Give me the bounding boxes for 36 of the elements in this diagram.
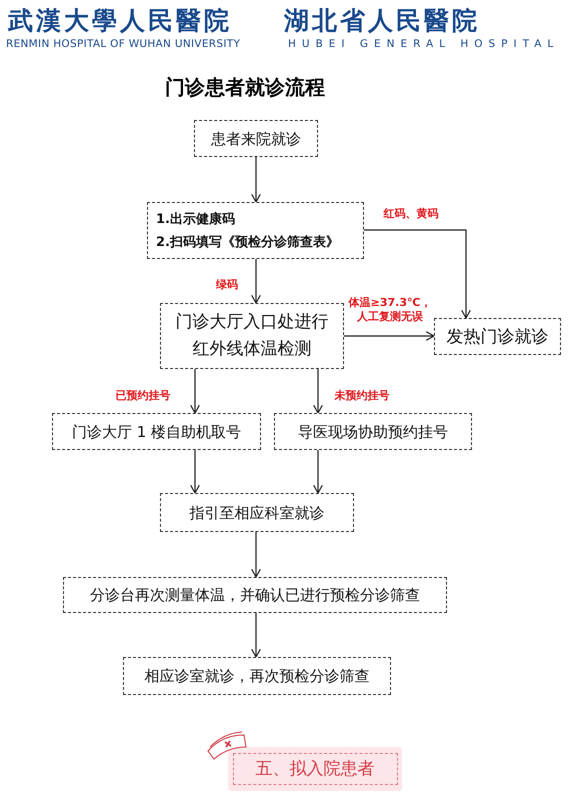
process-box	[147, 202, 364, 259]
arrow	[250, 613, 262, 658]
hospital-name-english: RENMIN HOSPITAL OF WUHAN UNIVERSITY	[6, 38, 240, 50]
arrow	[250, 259, 262, 304]
process-box	[434, 318, 561, 355]
arrow	[250, 532, 262, 578]
box-text: 相应诊室就诊，再次预检分诊筛查	[144, 666, 370, 686]
process-box	[160, 303, 344, 369]
arrow	[312, 369, 324, 414]
box-text: 门诊大厅入口处进行红外线体温检测	[174, 311, 330, 361]
process-box	[63, 577, 447, 613]
box-text: 1.出示健康码	[156, 210, 235, 228]
process-box	[160, 493, 354, 532]
arrow	[250, 157, 262, 203]
box-text: 指引至相应科室就诊	[190, 502, 324, 522]
hospital-name: 武漢大學人民醫院	[8, 5, 232, 37]
arrow	[190, 450, 200, 494]
arrow	[312, 450, 324, 494]
box-text: 导医现场协助预约挂号	[298, 422, 448, 442]
box-text: 2.扫码填写《预检分诊筛查表》	[156, 234, 339, 252]
box-text: 患者来院就诊	[211, 128, 301, 148]
arrow	[190, 369, 200, 414]
process-box	[52, 413, 261, 450]
process-box	[123, 657, 391, 695]
hospital-name-english: HUBEI GENERAL HOSPITAL	[288, 38, 560, 50]
section-banner	[228, 747, 402, 791]
arrow	[344, 330, 435, 342]
title: 门诊患者就诊流程	[165, 74, 325, 101]
box-text: 发热门诊就诊	[446, 326, 548, 346]
box-text: 分诊台再次测量体温，并确认已进行预检分诊筛查	[90, 585, 420, 605]
hospital-name: 湖北省人民醫院	[284, 5, 480, 37]
arrow	[364, 229, 472, 319]
box-text: 门诊大厅 1 楼自助机取号	[72, 422, 242, 442]
process-box	[194, 120, 318, 157]
box-text: 五、拟入院患者	[232, 753, 398, 785]
process-box	[274, 413, 472, 450]
